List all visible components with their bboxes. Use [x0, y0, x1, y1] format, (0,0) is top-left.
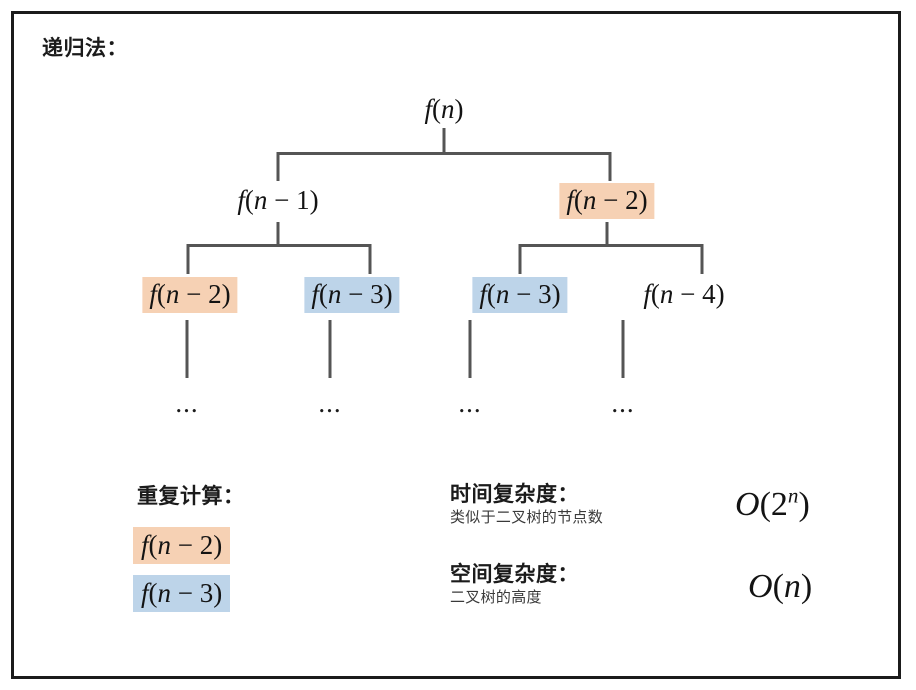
tree-ellipsis-0: ...	[175, 388, 199, 418]
tree-node-level3-0: f(n − 2)	[142, 277, 238, 313]
connector-level2-left-bar	[187, 244, 371, 247]
tree-node-level3-1: f(n − 3)	[304, 277, 400, 313]
space-complexity-label: 空间复杂度：	[450, 563, 579, 586]
legend-item-orange: f(n − 2)	[133, 527, 231, 564]
connector-leaf-2-descend	[468, 320, 472, 378]
time-complexity-note: 类似于二叉树的节点数	[450, 509, 604, 526]
diagram-border-frame	[11, 11, 901, 679]
connector-leaf-0-descend	[185, 320, 189, 378]
connector-level2-right-drop-a	[518, 244, 522, 274]
connector-level2-right-stub	[605, 222, 609, 246]
tree-node-root: f(n)	[424, 94, 464, 124]
connector-level2-left-drop-a	[186, 244, 190, 274]
legend-heading: 重复计算：	[137, 485, 245, 508]
time-complexity-label: 时间复杂度：	[450, 483, 579, 506]
connector-level2-left-stub	[276, 222, 280, 246]
tree-node-level3-2: f(n − 3)	[472, 277, 568, 313]
connector-level1-bar	[277, 152, 611, 155]
connector-level2-right-bar	[519, 244, 703, 247]
connector-leaf-1-descend	[328, 320, 332, 378]
space-complexity-value: O(n)	[748, 568, 813, 605]
space-complexity-note: 二叉树的高度	[450, 589, 542, 606]
connector-level2-left-drop-b	[368, 244, 372, 274]
connector-level1-left-drop	[276, 152, 280, 181]
tree-node-level2-1: f(n − 2)	[559, 183, 655, 219]
connector-root-stub	[442, 128, 446, 154]
connector-level2-right-drop-b	[700, 244, 704, 274]
page-title: 递归法：	[42, 37, 128, 60]
time-complexity-value: O(2n)	[735, 483, 810, 523]
connector-leaf-3-descend	[621, 320, 625, 378]
tree-ellipsis-3: ...	[611, 388, 635, 418]
tree-ellipsis-2: ...	[458, 388, 482, 418]
tree-ellipsis-1: ...	[318, 388, 342, 418]
tree-node-level3-3: f(n − 4)	[643, 279, 725, 309]
tree-node-level2-0: f(n − 1)	[237, 185, 319, 215]
legend-item-blue: f(n − 3)	[133, 575, 231, 612]
connector-level1-right-drop	[608, 152, 612, 181]
